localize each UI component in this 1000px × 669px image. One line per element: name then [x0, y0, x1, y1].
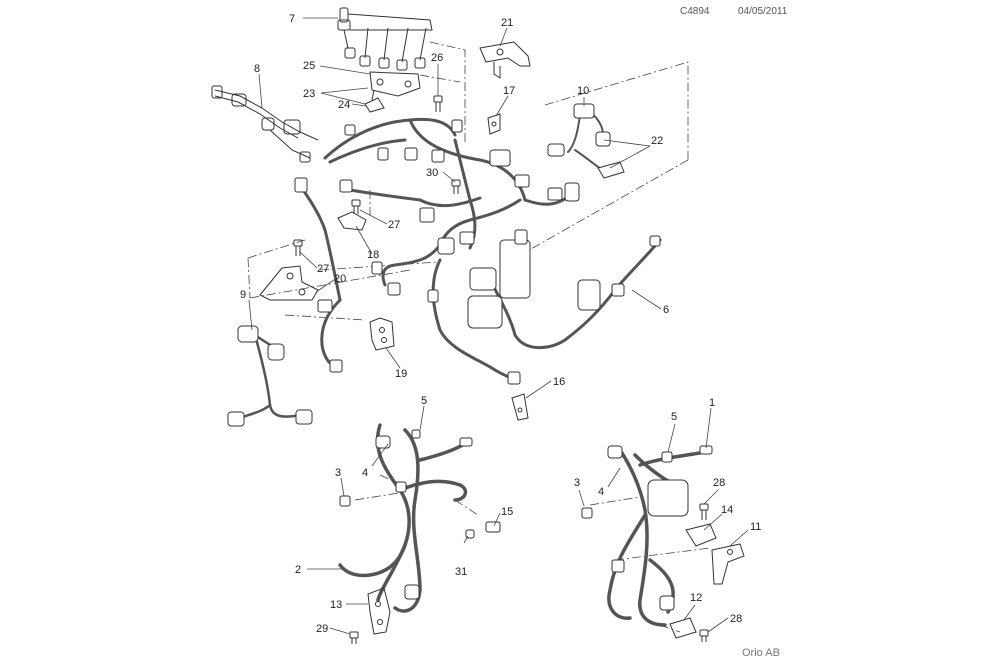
callout-30: 30: [426, 167, 438, 179]
callout-23: 23: [303, 88, 315, 100]
callout-6: 6: [663, 304, 669, 316]
diagram-code: C4894: [680, 6, 710, 17]
callout-27-lower: 27: [317, 263, 329, 275]
bolt-26: [433, 95, 443, 112]
bracket-12: [669, 617, 709, 642]
callout-8: 8: [254, 63, 260, 75]
callout-12: 12: [690, 592, 702, 604]
callout-31: 31: [455, 566, 467, 578]
diagram-date: 04/05/2011: [738, 6, 788, 17]
callout-25: 25: [303, 60, 315, 72]
callout-19: 19: [395, 368, 407, 380]
bracket-13: [349, 587, 391, 644]
battery-harness-2-connectors: [339, 429, 501, 600]
callout-17: 17: [503, 85, 515, 97]
main-engine-harness: [298, 117, 662, 382]
coil-harness-7: [337, 7, 433, 71]
callout-10: 10: [577, 85, 589, 97]
callout-5-right: 5: [671, 411, 677, 423]
bracket-21: [479, 41, 531, 79]
callout-14: 14: [721, 504, 733, 516]
callout-27-upper: 27: [388, 219, 400, 231]
callout-28-lower: 28: [730, 613, 742, 625]
callout-2: 2: [295, 564, 301, 576]
battery-harness-1-connectors: [581, 445, 713, 611]
callout-24: 24: [338, 99, 350, 111]
callout-1: 1: [709, 397, 715, 409]
callout-3-left: 3: [335, 467, 341, 479]
bolt-30: [451, 179, 461, 194]
bracket-18: [293, 199, 367, 256]
bracket-11: [711, 543, 745, 585]
callout-15: 15: [501, 506, 513, 518]
callout-7: 7: [289, 13, 295, 25]
sensor-harness-8: [211, 85, 319, 163]
leader-lines: [248, 17, 749, 635]
callout-16: 16: [553, 376, 565, 388]
callout-26: 26: [431, 52, 443, 64]
callout-20: 20: [334, 273, 346, 285]
harness-10-connectors: [547, 103, 625, 179]
callout-22: 22: [651, 135, 663, 147]
battery-harness-2: [338, 423, 470, 613]
harness-9-connectors: [227, 325, 313, 427]
callout-labels: 7 25 23 24 26 21 17 8 10 22 30 27 18 27 …: [240, 13, 761, 635]
main-harness-connectors: [294, 119, 661, 385]
bracket-25: [364, 71, 421, 113]
callout-4-left: 4: [362, 467, 368, 479]
guide-lines: [247, 41, 711, 633]
callout-5-left: 5: [421, 395, 427, 407]
brand-footer: Orio AB: [742, 647, 780, 659]
callout-18: 18: [367, 249, 379, 261]
bracket-19: [369, 317, 395, 351]
callout-13: 13: [330, 599, 342, 611]
bracket-20: [259, 265, 319, 301]
callout-11: 11: [750, 521, 761, 533]
callout-21: 21: [501, 17, 513, 29]
bracket-14: [685, 503, 717, 547]
callout-29: 29: [316, 623, 328, 635]
callout-3-right: 3: [574, 477, 580, 489]
callout-28-upper: 28: [713, 477, 725, 489]
clip-17: [487, 113, 501, 135]
callout-9: 9: [240, 289, 246, 301]
callout-4-right: 4: [598, 486, 604, 498]
bracket-16: [511, 393, 529, 421]
